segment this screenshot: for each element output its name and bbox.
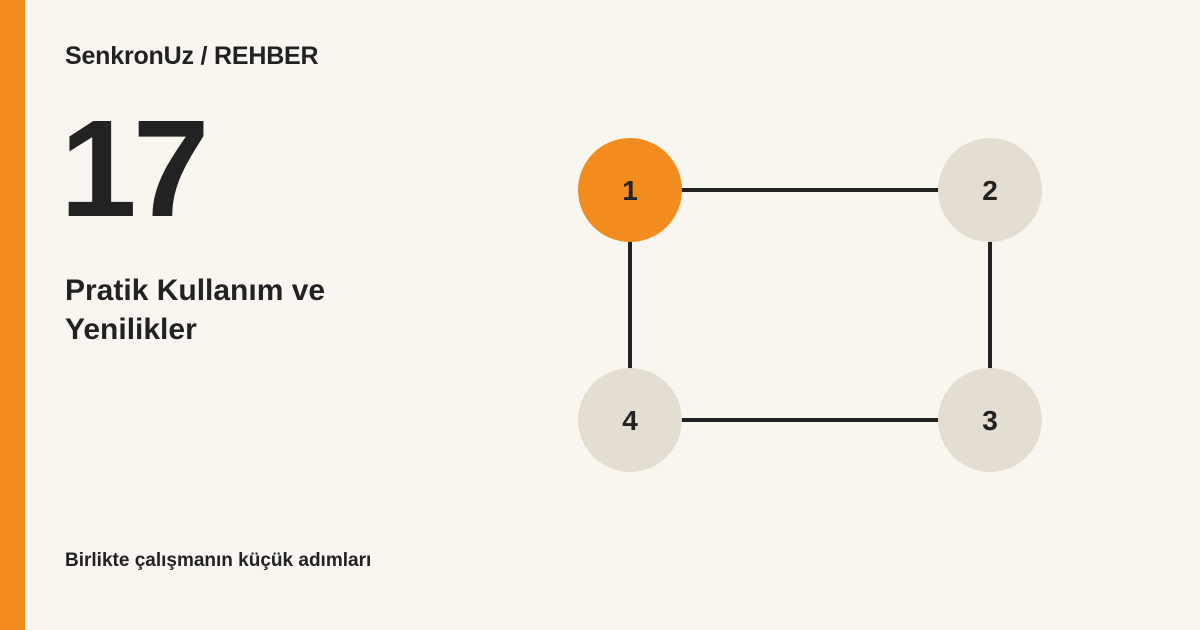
tagline: Birlikte çalışmanın küçük adımları <box>65 550 372 571</box>
node-2: 2 <box>938 138 1042 242</box>
node-circle-2 <box>938 138 1042 242</box>
accent-bar <box>0 0 25 630</box>
guide-title: Pratik Kullanım ve Yenilikler <box>65 274 326 346</box>
node-label-4: 4 <box>622 405 638 436</box>
guide-number: 17 <box>60 92 209 246</box>
node-label-1: 1 <box>622 175 638 206</box>
node-1: 1 <box>578 138 682 242</box>
node-circle-3 <box>938 368 1042 472</box>
node-circle-1 <box>578 138 682 242</box>
nodes-layer: 1 2 3 4 <box>578 138 1042 472</box>
node-label-2: 2 <box>982 175 998 206</box>
node-3: 3 <box>938 368 1042 472</box>
brand-title: SenkronUz / REHBER <box>65 42 319 70</box>
edges-layer <box>628 188 992 422</box>
node-circle-4 <box>578 368 682 472</box>
node-4: 4 <box>578 368 682 472</box>
node-label-3: 3 <box>982 405 998 436</box>
